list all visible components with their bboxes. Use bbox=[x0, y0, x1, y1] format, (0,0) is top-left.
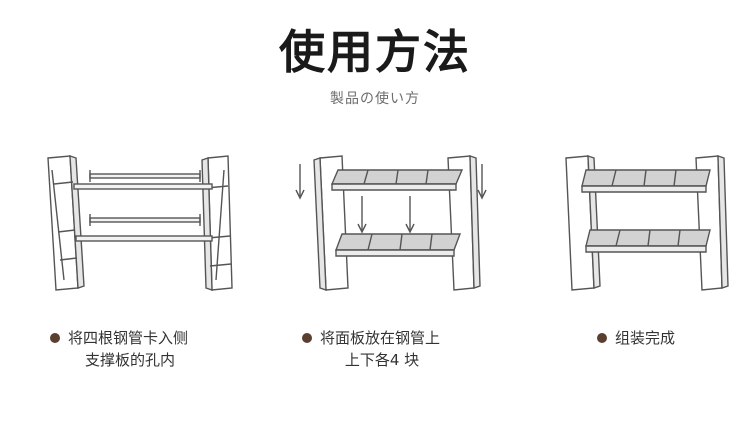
step-2: 将面板放在钢管上 上下各4 块 bbox=[302, 327, 502, 371]
illustration-step-1 bbox=[40, 140, 235, 300]
step-2-line-1: 将面板放在钢管上 bbox=[320, 329, 441, 347]
page-title: 使用方法 bbox=[279, 25, 471, 79]
step-2-line-2: 上下各4 块 bbox=[344, 351, 420, 369]
bullet-dot-icon bbox=[302, 333, 312, 343]
step-3: 组装完成 bbox=[597, 327, 737, 349]
illustration-step-2 bbox=[292, 140, 492, 300]
bullet-dot-icon bbox=[597, 333, 607, 343]
step-3-line-1: 组装完成 bbox=[615, 329, 676, 347]
illustration-step-3 bbox=[560, 140, 730, 300]
bullet-dot-icon bbox=[50, 333, 60, 343]
page-subtitle: 製品の使い方 bbox=[330, 91, 420, 107]
step-1: 将四根钢管卡入侧 支撑板的孔内 bbox=[50, 327, 250, 371]
step-1-line-1: 将四根钢管卡入侧 bbox=[68, 329, 189, 347]
step-1-line-2: 支撑板的孔内 bbox=[84, 351, 175, 369]
